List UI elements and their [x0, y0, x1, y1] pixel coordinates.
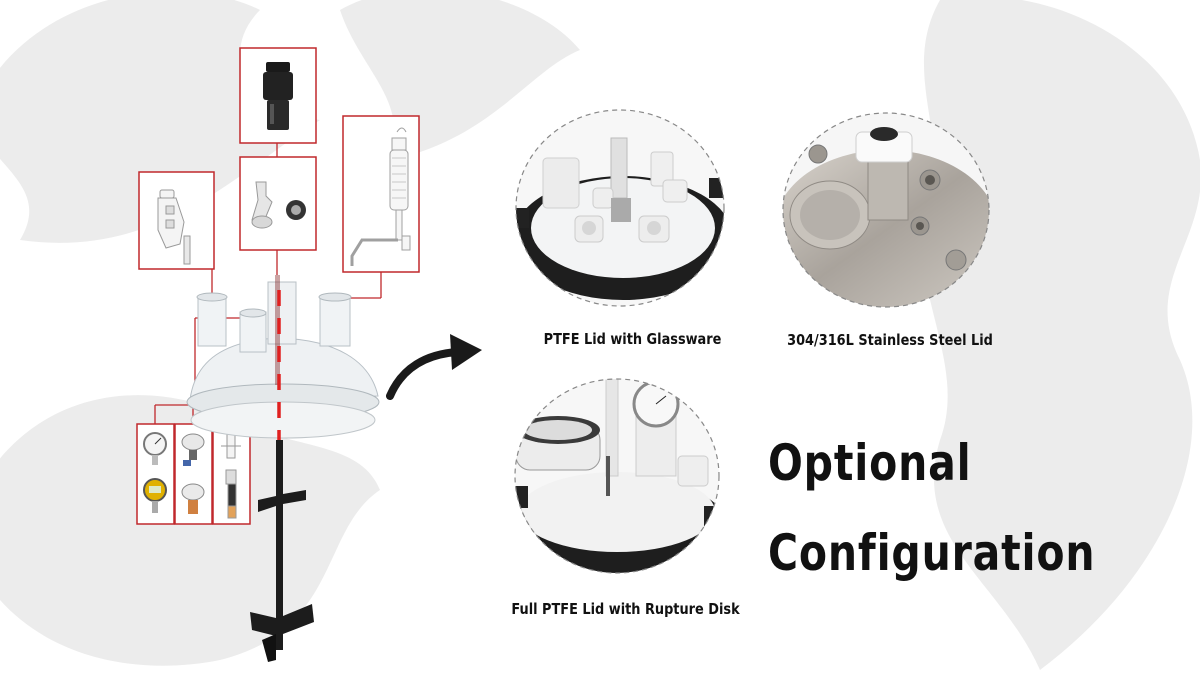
reactor-lid-diagram [136, 47, 420, 662]
caption-stainless-steel-lid: 304/316L Stainless Steel Lid [787, 331, 993, 349]
curved-arrow-icon [386, 334, 482, 400]
caption-full-ptfe-lid: Full PTFE Lid with Rupture Disk [511, 600, 740, 618]
leaf-background-right [922, 0, 1200, 670]
glass-lid-icon [186, 281, 380, 439]
condenser-icon [350, 127, 411, 266]
headline-line-2: Configuration [768, 524, 1096, 582]
stopcock-icon [221, 433, 241, 519]
headline-line-1: Optional [768, 434, 972, 492]
stirrer-bearing-icon [251, 181, 306, 229]
frame-stirrer-bearing [239, 156, 317, 251]
ptfe-lid-glassware-photo [515, 109, 725, 307]
valve-icon [181, 433, 205, 514]
headline: Optional Configuration [768, 418, 1095, 598]
seal-cap-icon [263, 62, 293, 130]
pressure-gauge-icon [143, 432, 167, 513]
caption-ptfe-lid-glassware: PTFE Lid with Glassware [543, 330, 722, 348]
leaf-background-bottom-left [0, 395, 380, 666]
full-ptfe-lid-rupture-disk-photo [514, 378, 720, 574]
stainless-steel-lid-photo [782, 112, 990, 308]
gas-bubbler-icon [157, 189, 191, 265]
